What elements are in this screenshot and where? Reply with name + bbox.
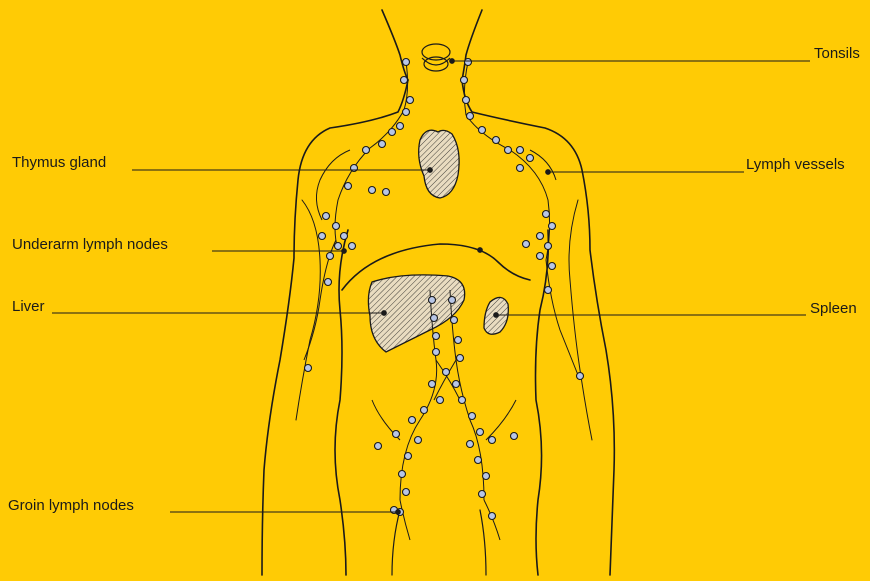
label-liver: Liver [12,298,45,316]
tonsil-region [422,44,450,71]
label-thymus-gland: Thymus gland [12,154,106,172]
thymus-gland [419,130,459,198]
label-underarm-lymph-nodes: Underarm lymph nodes [12,236,168,254]
label-tonsils: Tonsils [814,45,860,63]
label-lymph-vessels: Lymph vessels [746,156,845,174]
label-spleen: Spleen [810,300,857,318]
label-groin-lymph-nodes: Groin lymph nodes [8,497,134,515]
